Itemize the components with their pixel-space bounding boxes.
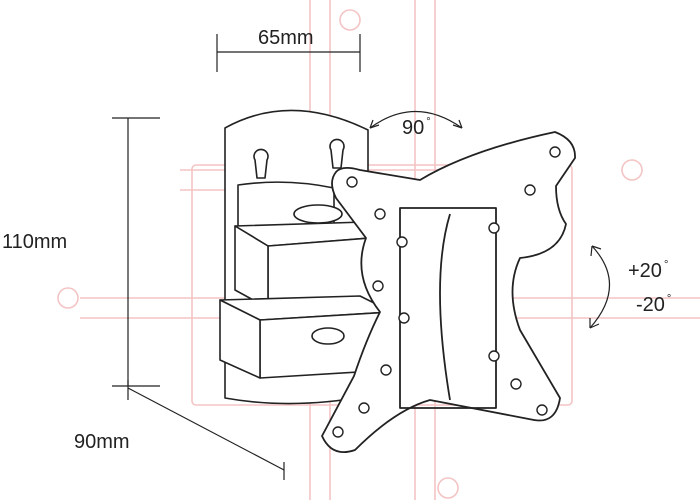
swivel-angle-label: 90° [402, 116, 431, 139]
tilt-down-angle-label: -20° [636, 293, 672, 316]
vesa-plate [321, 131, 576, 454]
tilt-arc [589, 245, 611, 329]
tilt-down-angle-value: -20 [636, 294, 665, 316]
dimension-depth-label: 90mm [74, 431, 130, 453]
dimension-width-label: 65mm [258, 27, 314, 49]
dimension-height-label: 110mm [2, 231, 68, 253]
tilt-up-angle-label: +20° [628, 259, 669, 282]
tilt-up-angle-unit: ° [663, 259, 669, 271]
swivel-angle-unit: ° [426, 116, 431, 128]
swivel-arc [369, 111, 463, 129]
tilt-up-angle-value: +20 [628, 260, 662, 282]
swivel-angle-value: 90 [402, 117, 425, 139]
tilt-down-angle-unit: ° [666, 293, 672, 305]
dimension-width [216, 34, 361, 72]
dimension-height [112, 117, 160, 387]
dimension-depth [127, 380, 285, 480]
